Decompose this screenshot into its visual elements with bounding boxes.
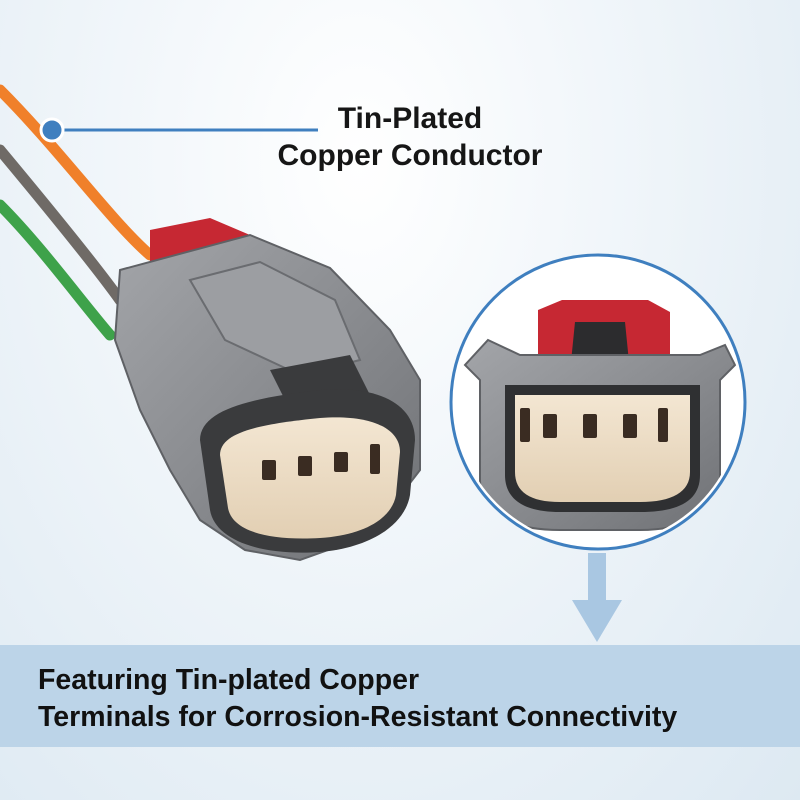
callout-line-2: Copper Conductor bbox=[277, 139, 543, 172]
banner-line-1: Featuring Tin-plated Copper bbox=[38, 664, 420, 696]
zoom-circle bbox=[449, 253, 747, 551]
callout-dot-icon bbox=[39, 117, 65, 143]
callout-label: Tin-Plated Copper Conductor bbox=[250, 100, 570, 174]
green-wire bbox=[0, 199, 116, 341]
terminal-insert-left bbox=[220, 417, 400, 539]
banner-line-2: Terminals for Corrosion-Resistant Connec… bbox=[38, 701, 678, 733]
terminal-insert-zoom bbox=[515, 395, 690, 502]
connector-left bbox=[113, 218, 421, 562]
feature-banner-text: Featuring Tin-plated Copper Terminals fo… bbox=[38, 662, 798, 736]
down-arrow-icon bbox=[572, 553, 622, 642]
gray-wire bbox=[0, 144, 126, 306]
feature-banner bbox=[0, 645, 800, 747]
callout-line-1: Tin-Plated bbox=[337, 102, 483, 135]
wire-bundle bbox=[0, 84, 156, 341]
orange-wire bbox=[0, 84, 156, 261]
